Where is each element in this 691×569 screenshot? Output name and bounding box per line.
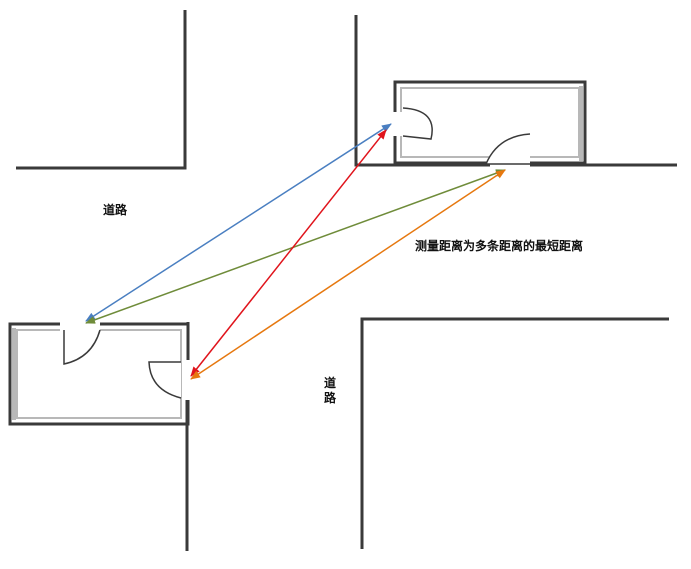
- street-edges: [16, 10, 677, 551]
- door-swing-west: [402, 107, 433, 140]
- door-swing-east: [148, 361, 182, 399]
- building-lower-left: [8, 318, 196, 426]
- block-bottom-right-edge: [360, 317, 669, 549]
- building-upper-right: [390, 80, 587, 167]
- road-label-lower: 道路: [323, 376, 336, 405]
- door-swing-north: [63, 329, 101, 365]
- block-top-left-edge: [16, 10, 187, 170]
- arrow-blue: [85, 123, 392, 322]
- measurement-arrows: [85, 123, 506, 380]
- arrow-red: [190, 129, 387, 377]
- measurement-note: 测量距离为多条距离的最短距离: [415, 239, 584, 253]
- road-label-left: 道路: [103, 203, 128, 217]
- door-swing-south: [484, 133, 531, 165]
- arrow-orange: [190, 169, 506, 380]
